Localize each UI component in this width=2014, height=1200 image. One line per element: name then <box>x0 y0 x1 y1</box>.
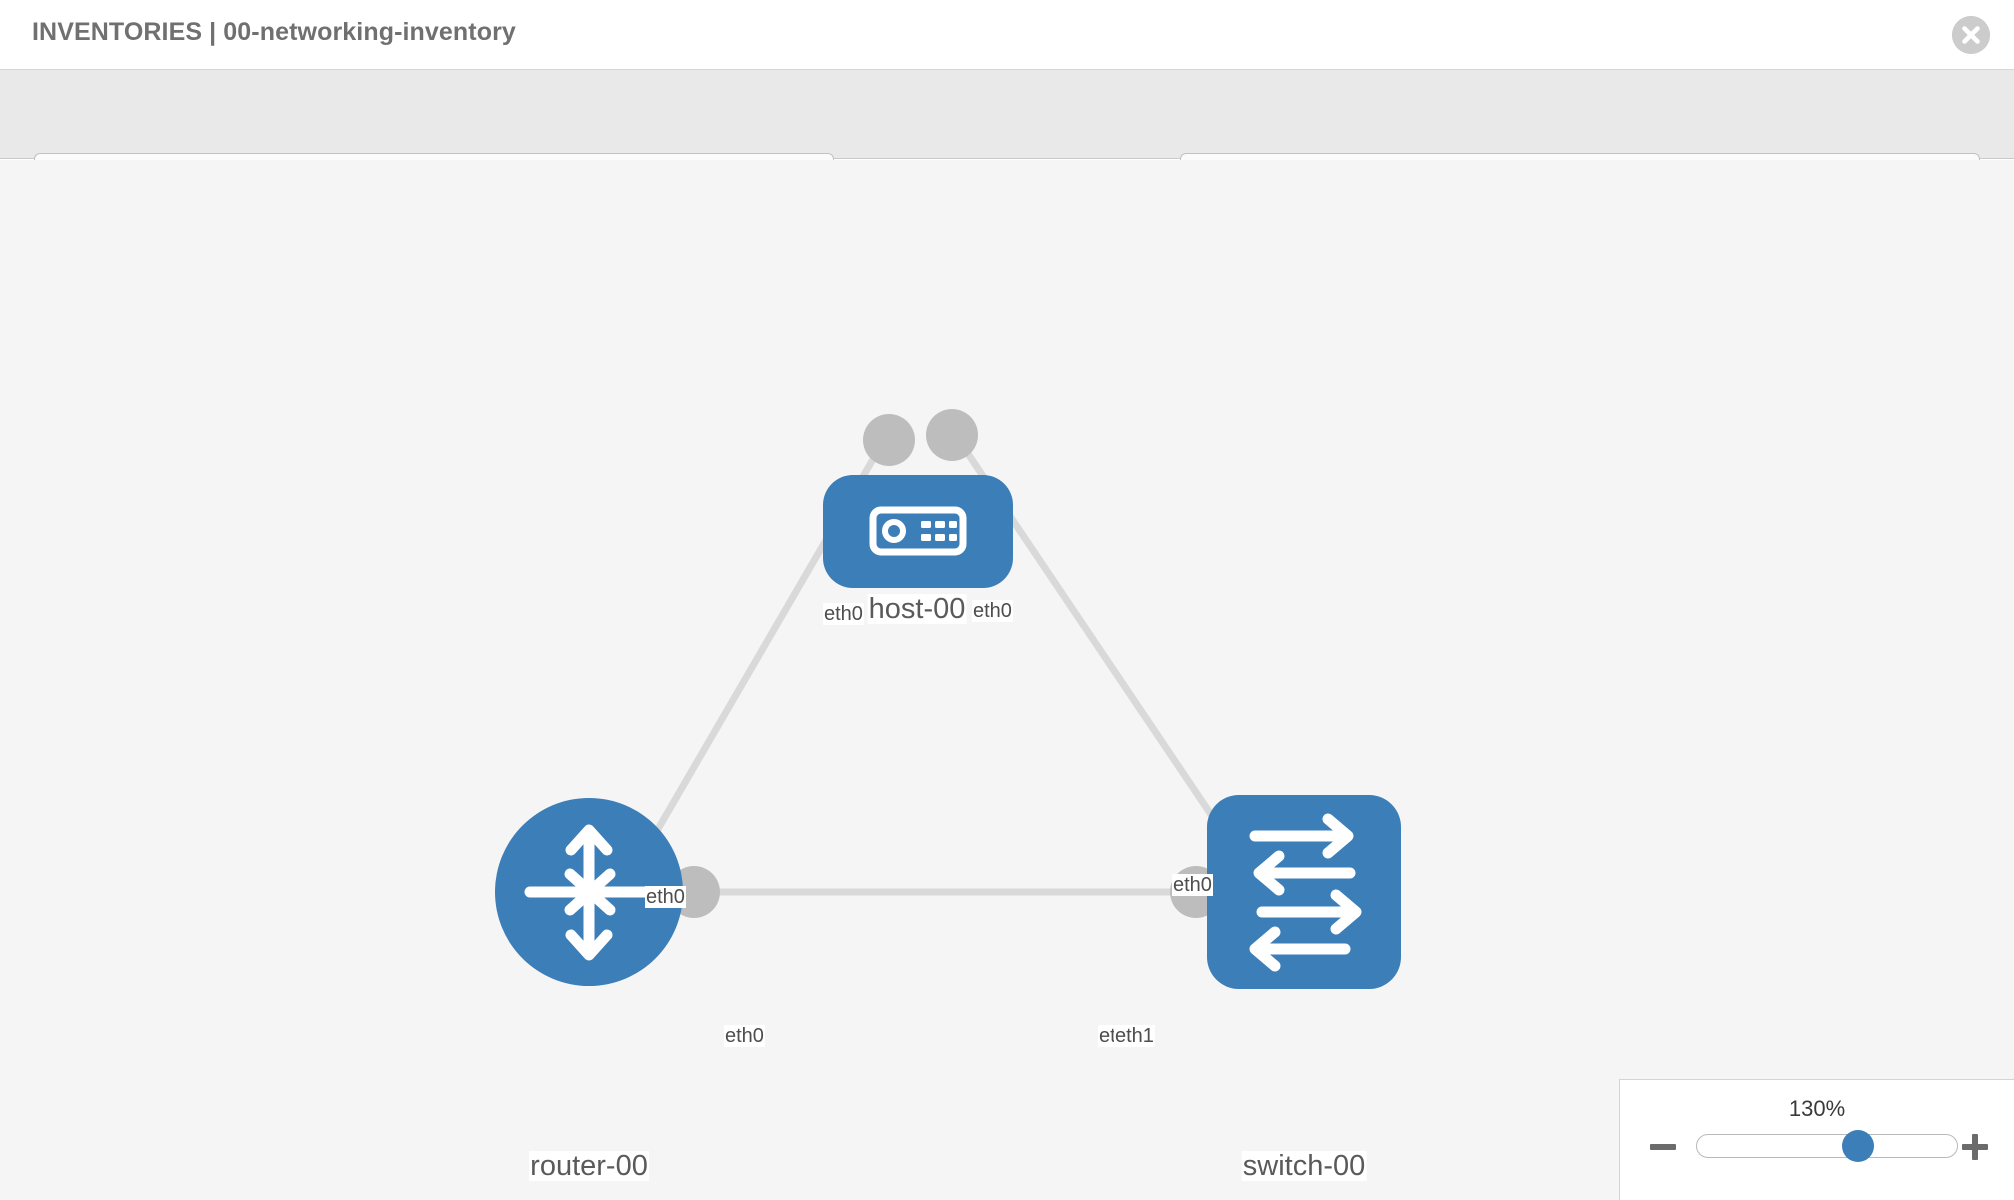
node-label-switch-00: switch-00 <box>1241 1150 1367 1182</box>
toolbar: ACTIONS SEARCH <box>0 70 2014 208</box>
zoom-slider[interactable] <box>1696 1130 1958 1162</box>
switch-arrows-icon <box>1249 813 1362 972</box>
zoom-slider-thumb[interactable] <box>1842 1130 1875 1162</box>
topology-graph <box>495 409 1401 989</box>
port-label: eth0 <box>823 603 864 625</box>
connector-dot <box>926 409 978 461</box>
port-label: eth0 <box>645 886 686 908</box>
connector-dot <box>863 414 915 466</box>
node-label-host-00: host-00 <box>867 593 967 625</box>
zoom-out-button[interactable] <box>1648 1132 1678 1162</box>
topology-canvas[interactable]: eth0 eth0 eth0 eth0 eth0 eth0 eth1 host-… <box>0 160 2014 1200</box>
node-router-00[interactable] <box>495 798 683 986</box>
close-icon[interactable] <box>1952 16 1990 54</box>
port-label: eth0 <box>1172 874 1213 896</box>
port-label: eth0 <box>972 600 1013 622</box>
server-icon <box>869 506 967 556</box>
zoom-level-value: 130% <box>1788 1096 1846 1121</box>
page-header: INVENTORIES | 00-networking-inventory <box>0 0 2014 70</box>
node-label-router-00: router-00 <box>529 1150 649 1182</box>
node-host-00[interactable] <box>823 475 1013 588</box>
router-arrows-icon <box>524 824 656 961</box>
node-switch-00[interactable] <box>1207 795 1401 989</box>
page-title: INVENTORIES | 00-networking-inventory <box>32 18 516 46</box>
port-label: eth1 <box>1114 1025 1155 1047</box>
zoom-in-button[interactable] <box>1960 1132 1990 1162</box>
port-label: eth0 <box>724 1025 765 1047</box>
zoom-control-panel: 130% <box>1619 1079 2014 1200</box>
